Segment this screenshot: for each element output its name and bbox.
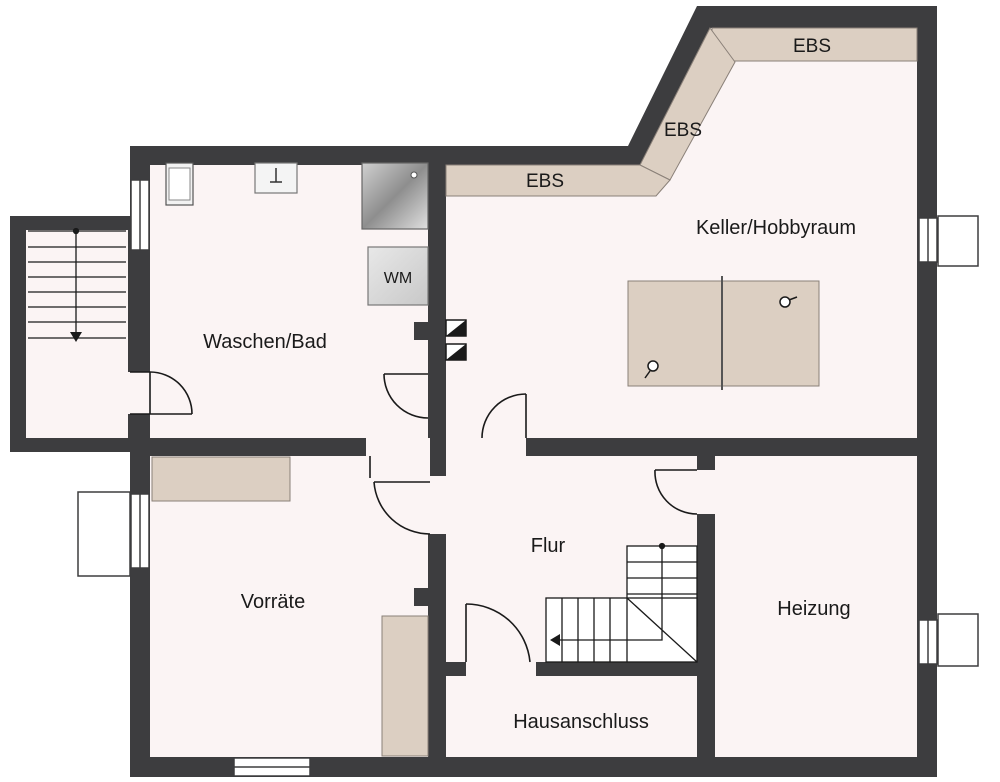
room-labels: Keller/Hobbyraum Waschen/Bad Flur Vorrät…	[203, 217, 856, 733]
wall-pillar-mid	[430, 418, 446, 476]
vorraete-shelf-top	[151, 456, 291, 502]
window-heizung	[918, 613, 979, 667]
door-stair	[130, 371, 193, 415]
floor-stair-door	[128, 372, 152, 414]
ping-pong-table	[627, 276, 820, 390]
shaft-2-fill	[446, 344, 466, 360]
room-label-flur: Flur	[531, 535, 566, 557]
wall-vorraete-flur	[428, 534, 446, 757]
windows	[77, 179, 979, 777]
stair-left	[28, 227, 126, 342]
interior-walls	[150, 150, 917, 757]
ebs-labels: EBS EBS EBS	[526, 36, 831, 192]
wall-stub-wasch	[414, 322, 430, 340]
floor-heizung	[715, 456, 917, 757]
shafts	[445, 319, 467, 361]
wall-flur-keller	[526, 438, 917, 456]
stair-flur	[545, 542, 698, 663]
window-keller	[918, 215, 979, 267]
ebs-label-diagonal: EBS	[664, 120, 702, 141]
ebs-label-top: EBS	[793, 36, 831, 57]
door-flur-keller	[481, 393, 527, 439]
room-label-keller: Keller/Hobbyraum	[696, 217, 856, 239]
wall-flur-hausanschluss	[536, 662, 697, 676]
paddle-right	[779, 296, 791, 308]
wall-flur-hausanschluss-left	[446, 662, 466, 676]
room-label-vorraete: Vorräte	[241, 591, 305, 613]
window-vorraete-bottom	[233, 757, 311, 777]
doors	[130, 371, 698, 663]
built-ins	[151, 27, 918, 757]
wall-wasch-keller-top	[428, 150, 446, 372]
floor-hausanschluss	[446, 676, 697, 757]
door-heizung	[654, 469, 698, 515]
room-label-hausanschluss: Hausanschluss	[513, 711, 649, 733]
room-label-heizung: Heizung	[777, 598, 850, 620]
wall-wasch-vorraete	[150, 438, 366, 456]
wall-stub-vorraete	[414, 588, 430, 606]
vorraete-shelf-right	[381, 615, 429, 757]
shaft-1-fill	[446, 320, 466, 336]
floors	[26, 28, 917, 757]
window-waschen	[130, 179, 150, 251]
paddle-left-handle	[644, 370, 651, 379]
ebs-left	[445, 164, 671, 197]
wall-flur-heizung-low	[697, 514, 715, 757]
door-waschen	[383, 373, 429, 419]
room-label-waschen: Waschen/Bad	[203, 331, 327, 353]
floor-heizung-door	[655, 470, 717, 514]
bath-fixtures: WM	[165, 162, 429, 306]
paddle-right-handle	[788, 296, 798, 301]
door-vorraete	[369, 456, 431, 535]
toilet-tank-icon	[168, 167, 191, 201]
washing-machine-icon	[367, 246, 429, 306]
shower-icon	[361, 162, 429, 230]
shower-drain-icon	[410, 171, 418, 179]
paddle-left	[647, 360, 659, 372]
window-vorraete	[77, 491, 150, 577]
door-hausanschluss	[465, 603, 531, 663]
ebs-label-left: EBS	[526, 171, 564, 192]
wall-flur-heizung	[697, 456, 715, 470]
washing-machine-label: WM	[384, 270, 412, 287]
